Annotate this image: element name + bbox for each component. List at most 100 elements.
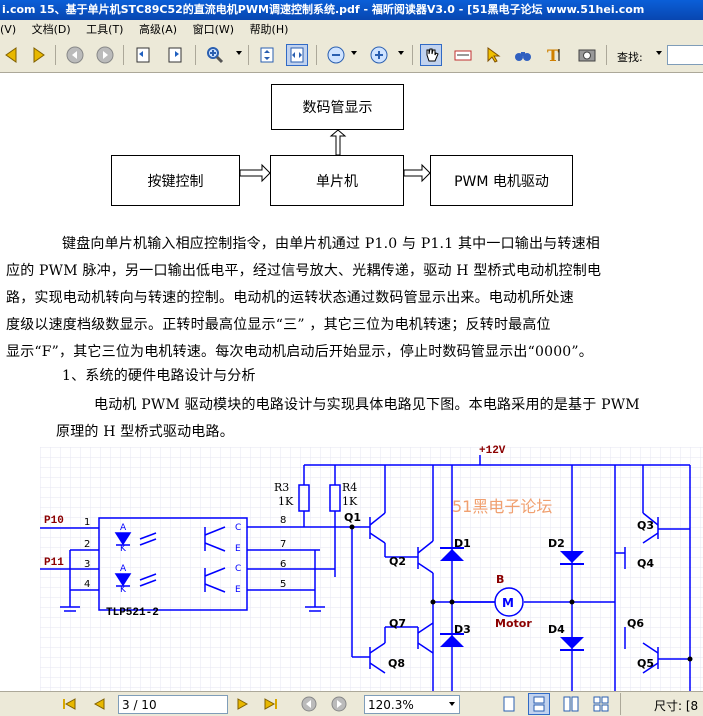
label-p10: P10 (44, 515, 64, 527)
label-c1: C (235, 523, 242, 533)
page-number-input[interactable]: 3 / 10 (118, 695, 228, 714)
history-forward-icon[interactable] (328, 693, 350, 715)
select-text-icon[interactable] (452, 44, 474, 66)
box-display: 数码管显示 (271, 84, 404, 130)
label-a1: A (120, 523, 127, 533)
label-chip: TLP521-2 (106, 607, 159, 619)
zoom-out-dropdown-icon[interactable] (351, 51, 357, 55)
prev-page-icon[interactable] (88, 693, 110, 715)
text-line: 原理的 H 型桥式驱动电路。 (56, 424, 234, 440)
label-q7: Q7 (389, 617, 407, 630)
label-motor-b: B (496, 573, 505, 586)
label-r4-value: 1K (342, 495, 358, 508)
block-diagram-arrows (239, 129, 431, 183)
typewriter-icon[interactable]: T (544, 44, 566, 66)
rotate-left-icon[interactable] (132, 44, 154, 66)
circuit-schematic: M +12V R3 1K (40, 445, 703, 691)
fit-page-icon[interactable] (256, 44, 278, 66)
pin-1: 1 (84, 517, 91, 528)
box-keys: 按键控制 (111, 155, 240, 206)
label-d3: D3 (454, 623, 471, 636)
binoculars-icon[interactable] (512, 44, 534, 66)
paragraph-1: 键盘向单片机输入相应控制指令，由单片机通过 P1.0 与 P1.1 其中一口输出… (6, 231, 696, 366)
watermark: 51黑电子论坛 (452, 497, 553, 516)
label-q3: Q3 (637, 519, 655, 532)
label-motor: Motor (495, 617, 532, 630)
next-triangle-icon[interactable] (28, 44, 50, 66)
prev-triangle-icon[interactable] (0, 44, 22, 66)
continuous-page-icon[interactable] (528, 693, 550, 715)
search-input[interactable] (667, 45, 703, 65)
pin-2: 2 (84, 539, 91, 550)
pin-4: 4 (84, 579, 91, 590)
toolbar: T 查找: (0, 39, 703, 73)
label-k2: K (120, 585, 126, 595)
menu-tools[interactable]: 工具(T) (86, 23, 124, 36)
fit-width-icon[interactable] (286, 44, 308, 66)
text-line: 应的 PWM 脉冲，另一口输出低电平，经过信号放大、光耦传递，驱动 H 型桥式电… (6, 263, 602, 279)
zoom-select-arrow-icon[interactable] (449, 702, 455, 706)
zoom-out-circle-icon[interactable] (325, 44, 347, 66)
menu-help[interactable]: 帮助(H) (249, 23, 289, 36)
facing-page-icon[interactable] (560, 693, 582, 715)
single-page-icon[interactable] (498, 693, 520, 715)
back-icon[interactable] (64, 44, 86, 66)
zoom-dropdown-icon[interactable] (236, 51, 242, 55)
menu-bar: (V) 文档(D) 工具(T) 高级(A) 窗口(W) 帮助(H) (0, 20, 703, 39)
text-line: 电动机 PWM 驱动模块的电路设计与实现具体电路见下图。本电路采用的是基于 PW… (94, 397, 640, 413)
label-e1: E (235, 544, 241, 554)
continuous-facing-icon[interactable] (590, 693, 612, 715)
next-page-icon[interactable] (232, 693, 254, 715)
cursor-icon[interactable] (482, 44, 504, 66)
menu-advanced[interactable]: 高级(A) (138, 23, 178, 36)
pin-6: 6 (280, 559, 287, 570)
snapshot-icon[interactable] (576, 44, 598, 66)
menu-window[interactable]: 窗口(W) (192, 23, 235, 36)
history-back-icon[interactable] (298, 693, 320, 715)
title-bar: i.com 15、基于单片机STC89C52的直流电机PWM调速控制系统.pdf… (0, 0, 703, 20)
window-title: i.com 15、基于单片机STC89C52的直流电机PWM调速控制系统.pdf… (2, 3, 645, 16)
search-label: 查找: (617, 51, 643, 64)
zoom-in-circle-icon[interactable] (368, 44, 390, 66)
svg-text:T: T (547, 46, 559, 64)
label-r3: R3 (274, 481, 290, 494)
zoom-in-icon[interactable] (204, 44, 226, 66)
menu-document[interactable]: 文档(D) (31, 23, 71, 36)
section-heading: 1、系统的硬件电路设计与分析 (62, 368, 256, 384)
rotate-right-icon[interactable] (164, 44, 186, 66)
pin-3: 3 (84, 559, 91, 570)
label-a2: A (120, 564, 127, 574)
paragraph-2: 电动机 PWM 驱动模块的电路设计与实现具体电路见下图。本电路采用的是基于 PW… (6, 392, 696, 446)
pin-7: 7 (280, 539, 287, 550)
pin-8: 8 (280, 515, 287, 526)
label-d1: D1 (454, 537, 471, 550)
zoom-in-dropdown-icon[interactable] (398, 51, 404, 55)
label-q1: Q1 (344, 511, 362, 524)
label-c2: C (235, 564, 242, 574)
forward-icon[interactable] (94, 44, 116, 66)
label-e2: E (235, 585, 241, 595)
label-r4: R4 (342, 481, 358, 494)
text-line: 度级以速度档级数显示。正转时最高位显示“三” ，其它三位为电机转速；反转时最高位 (6, 317, 551, 333)
box-pwm: PWM 电机驱动 (430, 155, 573, 206)
status-bar: 3 / 10 120.3% 尺寸: [8 (0, 691, 703, 716)
menu-view[interactable]: (V) (0, 23, 17, 36)
document-view[interactable]: 数码管显示 按键控制 单片机 PWM 电机驱动 键盘向单片机输入相应控制指令，由… (0, 73, 703, 691)
label-k1: K (120, 544, 126, 554)
hand-tool-icon[interactable] (420, 44, 442, 66)
label-d2: D2 (548, 537, 565, 550)
circuit-drawing: M (40, 447, 703, 691)
last-page-icon[interactable] (260, 693, 282, 715)
search-dropdown-icon[interactable] (656, 51, 662, 55)
zoom-level-select[interactable]: 120.3% (364, 695, 460, 714)
text-line: 路，实现电动机转向与转速的控制。电动机的运转状态通过数码管显示出来。电动机所处速 (6, 290, 574, 306)
label-r3-value: 1K (278, 495, 294, 508)
label-q4: Q4 (637, 557, 655, 570)
label-q6: Q6 (627, 617, 645, 630)
svg-text:M: M (502, 596, 514, 610)
label-vcc: +12V (479, 445, 506, 457)
text-line: 显示“F”，其它三位为电机转速。每次电动机启动后开始显示，停止时数码管显示出“0… (6, 344, 593, 360)
first-page-icon[interactable] (58, 693, 80, 715)
label-q5: Q5 (637, 657, 655, 670)
label-d4: D4 (548, 623, 565, 636)
